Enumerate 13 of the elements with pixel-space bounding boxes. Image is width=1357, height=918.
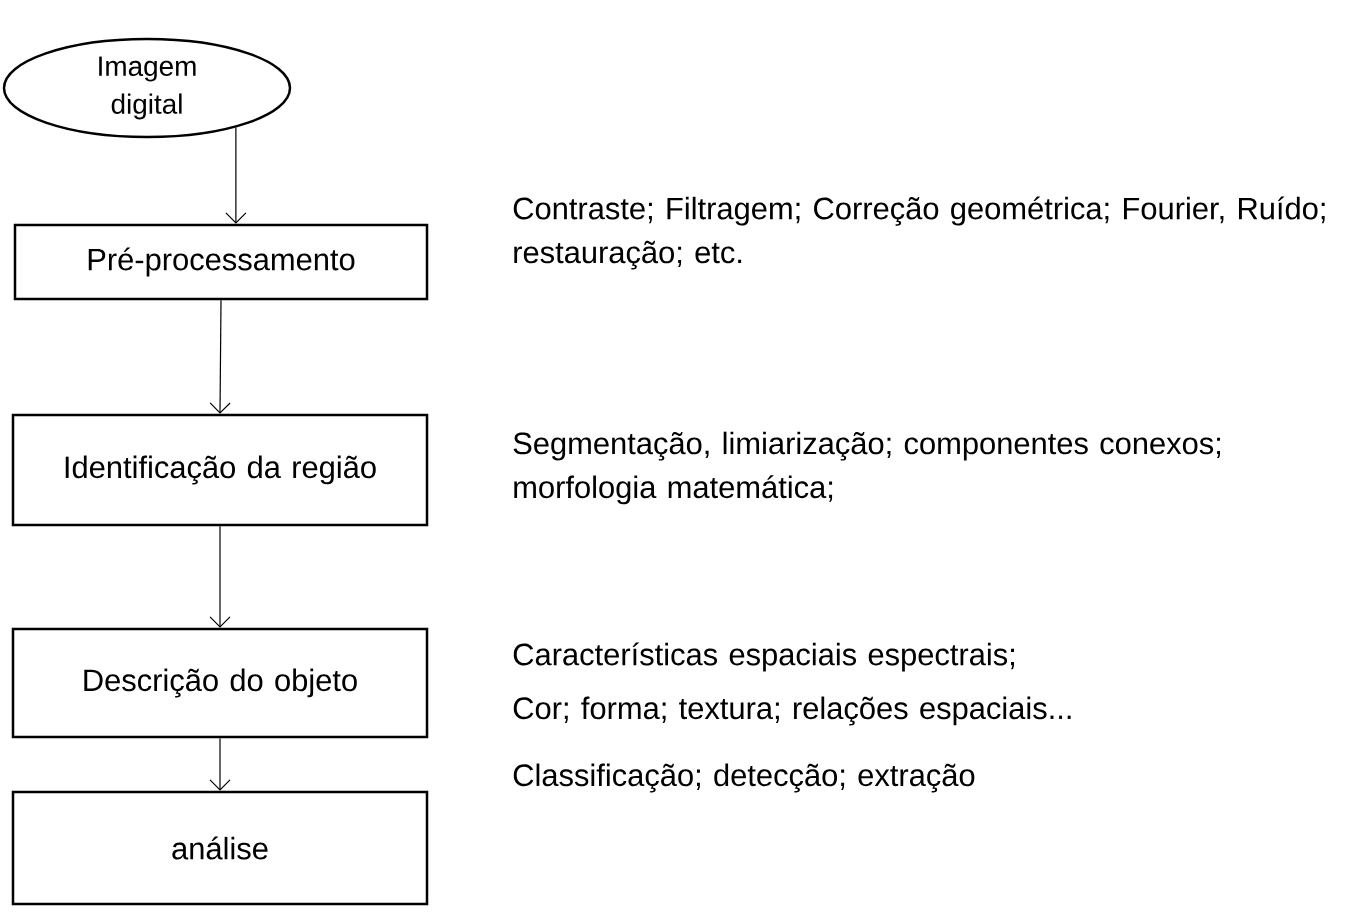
arrow — [225, 127, 247, 224]
note-text: Contraste; Filtragem; Correção geométrica; Fourier, Ruído; restauração; etc. — [513, 196, 1325, 270]
process-box: Identificação da região — [11, 413, 429, 527]
note-text: Classificação; detecção; extração — [513, 763, 975, 793]
note-text: Cor; forma; textura; relações espaciais... — [513, 696, 1071, 726]
note-text: Características espaciais espectrais; — [513, 642, 1014, 672]
arrow — [209, 737, 231, 791]
process-box: análise — [11, 790, 429, 906]
note-text: Segmentação, limiarização; componentes conexos; morfologia matemática; — [513, 431, 1221, 505]
arrow — [209, 299, 231, 414]
arrow — [209, 525, 231, 628]
process-box: Pré-processamento — [13, 223, 429, 301]
process-box: Descrição do objeto — [11, 627, 429, 739]
